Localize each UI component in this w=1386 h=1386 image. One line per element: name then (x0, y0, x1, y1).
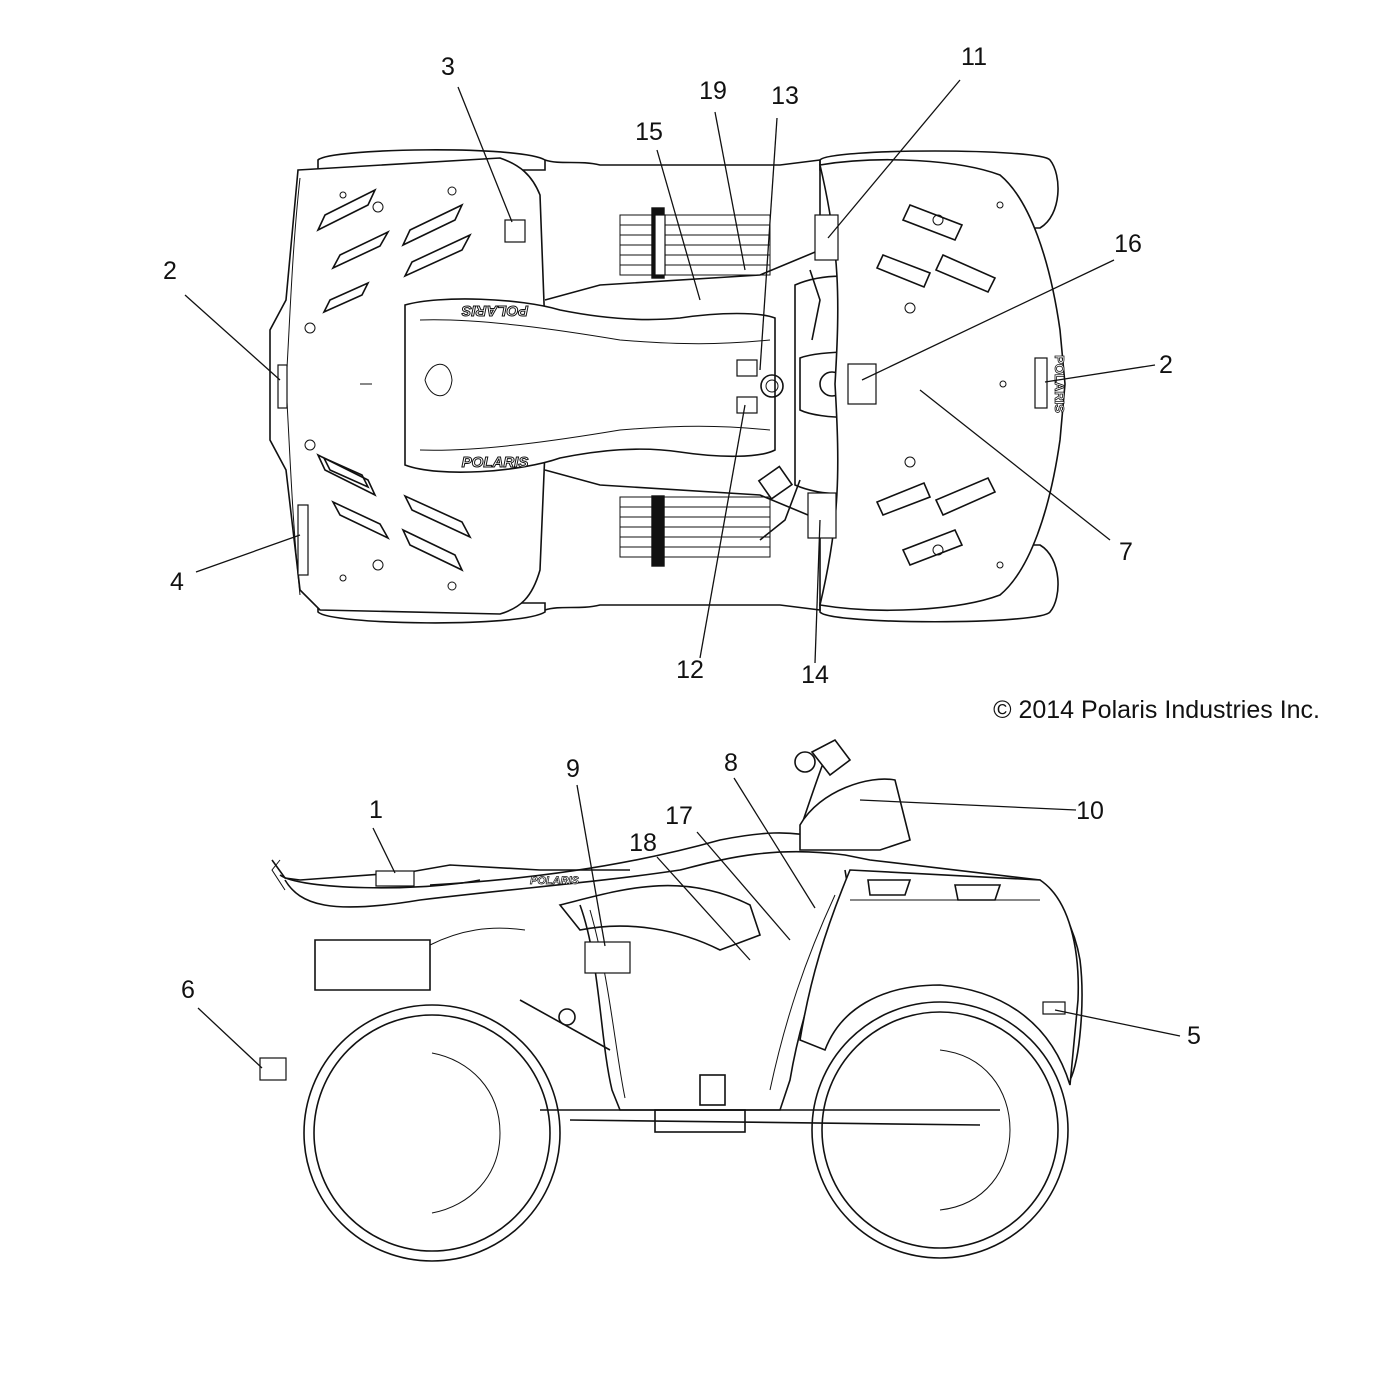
decal-5 (1042, 1001, 1066, 1015)
callout-10: 10 (1076, 797, 1104, 825)
leader-lines (184, 79, 1181, 1069)
decal-2-rear (277, 364, 288, 409)
callout-16: 16 (1114, 230, 1142, 258)
callout-17: 17 (665, 802, 693, 830)
decal-12 (736, 396, 758, 414)
decal-4 (297, 504, 309, 576)
side-brand: POLARIS (530, 875, 580, 887)
callout-12: 12 (676, 656, 704, 684)
copyright-notice: © 2014 Polaris Industries Inc. (993, 696, 1320, 724)
callout-6: 6 (181, 976, 195, 1004)
callout-1: 1 (369, 796, 383, 824)
decal-14 (807, 492, 837, 539)
decal-1 (375, 870, 415, 887)
callout-7: 7 (1119, 538, 1133, 566)
decal-13 (736, 359, 758, 377)
decal-16 (847, 363, 877, 405)
decal-6 (259, 1057, 287, 1081)
top-brand-front: POLARIS (1052, 355, 1067, 413)
side-view-decals (259, 870, 1066, 1081)
callout-11: 11 (961, 43, 987, 71)
callout-2-front: 2 (1159, 351, 1173, 379)
decal-2-front (1034, 357, 1048, 409)
top-view-decals (277, 214, 1048, 576)
callout-9: 9 (566, 755, 580, 783)
decal-9 (584, 941, 631, 974)
top-brand-upper: POLARIS (462, 302, 529, 319)
decal-3 (504, 219, 526, 243)
callout-3: 3 (441, 53, 455, 81)
decal-11 (814, 214, 839, 261)
top-brand-lower: POLARIS (462, 454, 529, 471)
callout-14: 14 (801, 661, 829, 689)
callout-2-rear: 2 (163, 257, 177, 285)
callout-18: 18 (629, 829, 657, 857)
callout-8: 8 (724, 749, 738, 777)
callout-numbers: 3 19 13 15 11 16 2 2 7 4 12 14 9 8 10 1 … (163, 43, 1201, 1050)
decal-15 (654, 214, 666, 276)
callout-19: 19 (699, 77, 727, 105)
atv-side-view: POLARIS (271, 738, 1083, 1262)
callout-5: 5 (1187, 1022, 1201, 1050)
callout-4: 4 (170, 568, 184, 596)
callout-13: 13 (771, 82, 799, 110)
atv-top-view: POLARIS POLARIS POLARIS (269, 149, 1067, 624)
callout-15: 15 (635, 118, 663, 146)
